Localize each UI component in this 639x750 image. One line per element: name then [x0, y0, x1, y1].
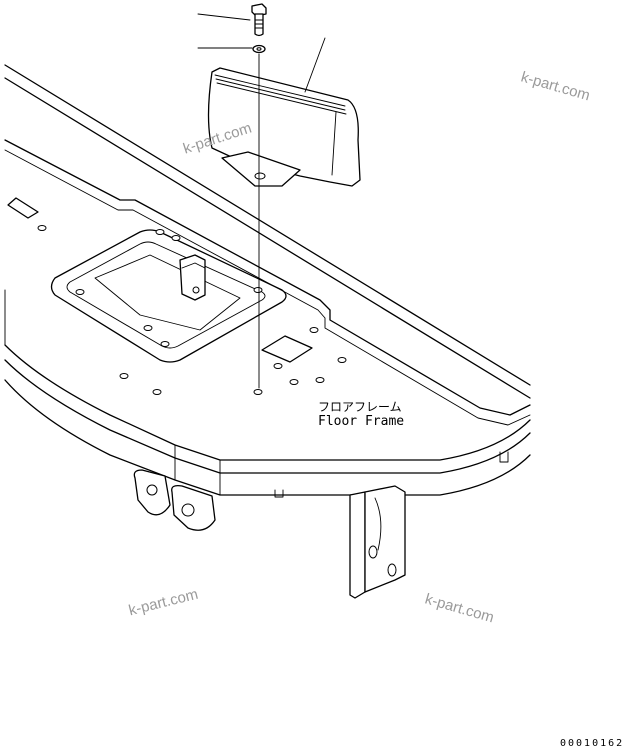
- inner-ridge: [4, 139, 531, 416]
- bolt-head: [251, 3, 267, 17]
- washer-hole: [256, 47, 262, 51]
- bolt-hole: [119, 373, 129, 379]
- slot-left: [7, 197, 39, 219]
- cover-side-edge: [331, 111, 337, 176]
- drawing-code: 00010162: [560, 738, 625, 749]
- bolt-thread: [254, 19, 264, 29]
- inner-bracket: [179, 254, 206, 301]
- bolt-hole: [289, 379, 299, 385]
- opening-inner: [66, 241, 266, 349]
- back-edge-lower: [4, 77, 531, 399]
- bolt-hole: [37, 225, 47, 231]
- part-label-japanese: フロアフレーム: [318, 400, 402, 414]
- inspection-opening: [50, 229, 287, 363]
- bolt-hole: [337, 357, 347, 363]
- cover-part: [207, 67, 361, 187]
- lug-left-hole: [146, 484, 158, 496]
- back-edge-upper: [4, 64, 531, 386]
- inner-bracket-edge: [181, 262, 206, 269]
- floor-frame-plate: [4, 64, 531, 498]
- notch-front: [274, 489, 284, 498]
- bolt-hole: [155, 229, 165, 235]
- bracket-slot-curve: [374, 497, 382, 551]
- bolt-hole: [253, 287, 263, 293]
- cover-foot-hole: [254, 172, 266, 180]
- bolt-hole: [75, 289, 85, 295]
- cover-foot: [221, 151, 301, 187]
- cover-rib-3: [216, 82, 347, 115]
- bracket-flange: [364, 485, 406, 593]
- leader-cover: [304, 37, 326, 93]
- side-bracket: [349, 485, 406, 599]
- bolt-shank: [254, 13, 264, 37]
- bolt-hole-mount: [253, 389, 263, 395]
- notch-right: [499, 451, 509, 463]
- hinge-lugs: [133, 469, 216, 531]
- cover-rib-2: [215, 78, 346, 111]
- opening-outer: [50, 229, 287, 363]
- lug-right-hole: [181, 503, 195, 517]
- bracket-hole-1: [368, 545, 378, 559]
- front-edge-mid: [4, 359, 531, 474]
- front-edge-bottom: [4, 379, 531, 496]
- bracket-hole-2: [387, 563, 397, 577]
- cover-rib-1: [214, 74, 346, 107]
- part-label-english: Floor Frame: [318, 414, 405, 429]
- bolt-hole: [152, 389, 162, 395]
- bracket-web: [349, 491, 366, 599]
- bracket-hole: [192, 286, 200, 294]
- bolt-hole: [309, 327, 319, 333]
- leader-bolt: [197, 13, 251, 21]
- bolt-holes: [37, 225, 347, 395]
- slot-center: [261, 335, 313, 363]
- bolt-hole: [143, 325, 153, 331]
- bolt-hole: [315, 377, 325, 383]
- bolt-hole: [273, 363, 283, 369]
- fastener: [197, 3, 326, 389]
- bolt-hole: [160, 341, 170, 347]
- inner-ridge-step: [4, 149, 531, 426]
- opening-plate: [94, 254, 241, 331]
- bolt-hole: [171, 235, 181, 241]
